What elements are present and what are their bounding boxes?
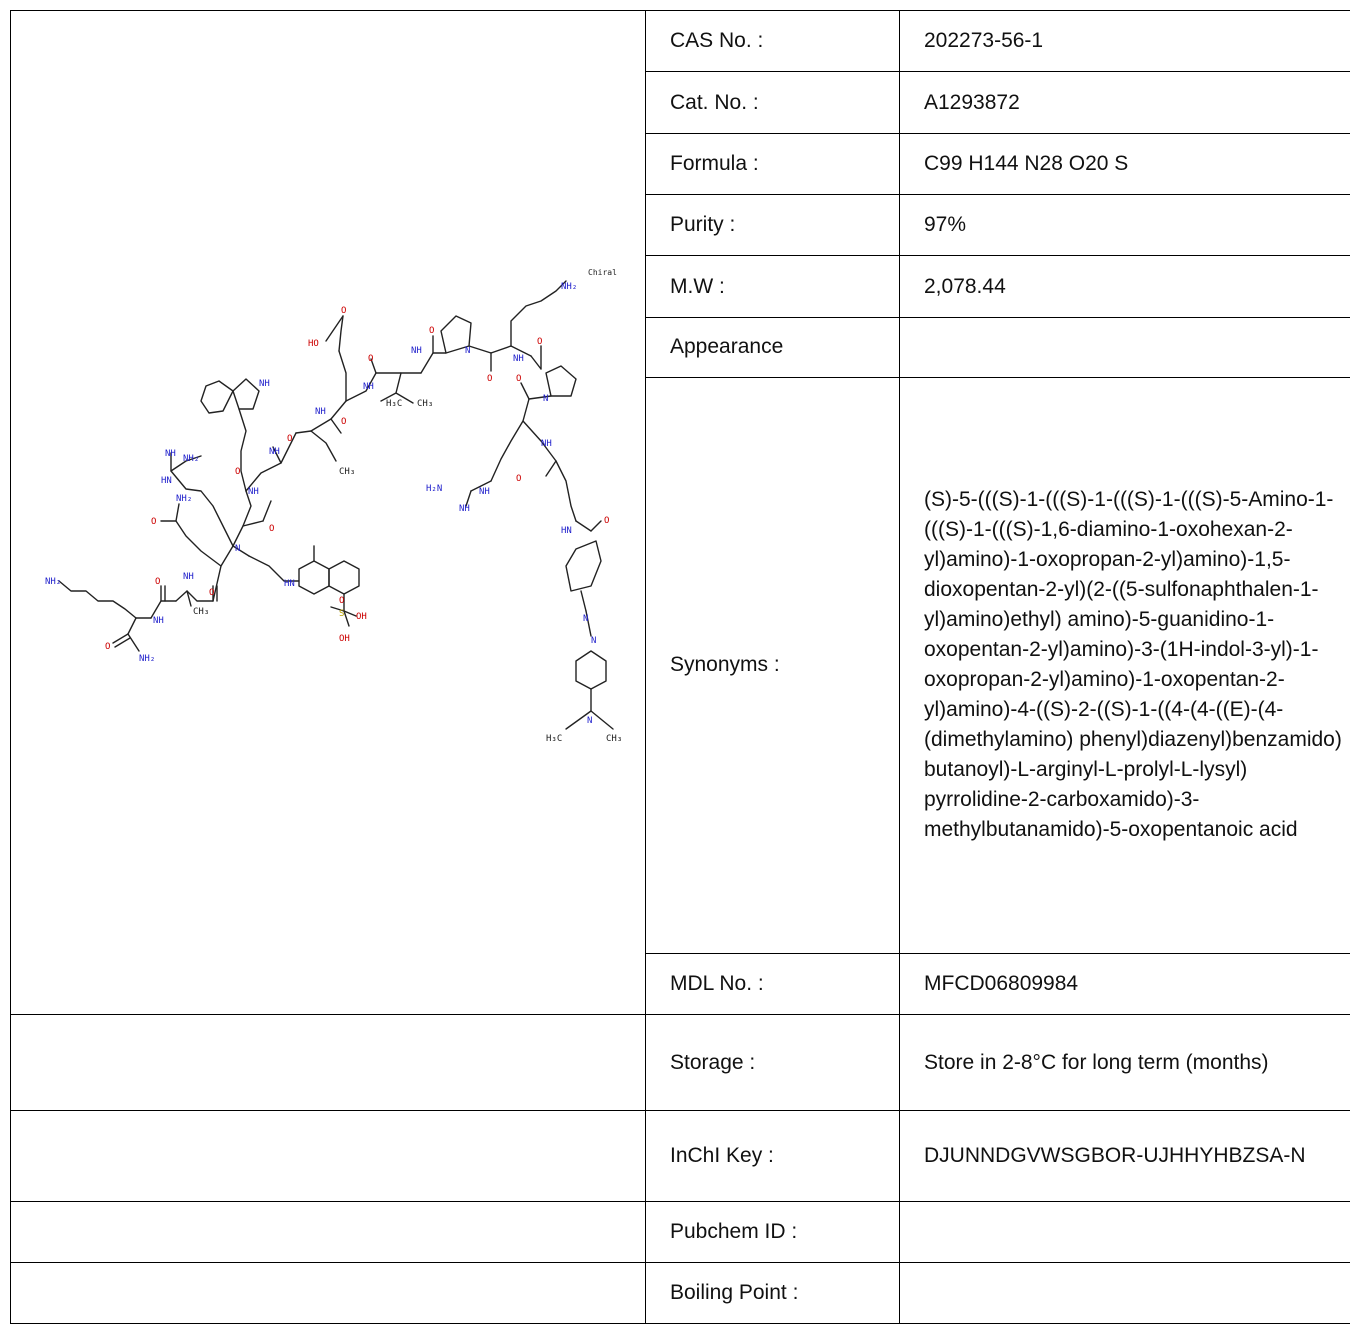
atom-o-4: O (269, 524, 274, 534)
atom-nh-arg2b: NH (459, 504, 470, 514)
atom-nh2-amide: NH₂ (139, 654, 155, 664)
value-boiling-point (900, 1263, 1350, 1324)
atom-o-11: O (537, 337, 542, 347)
atom-nh-8: NH (513, 354, 524, 364)
value-inchi-key: DJUNNDGVWSGBOR-UJHHYHBZSA-N (900, 1111, 1350, 1202)
value-pubchem-id (900, 1202, 1350, 1263)
empty-cell-pubchem (11, 1202, 646, 1263)
structure-image-cell: NH₂ O NH₂ NH O NH CH₃ O O NH₂ N O HN O S… (11, 11, 646, 1015)
label-cat-no: Cat. No. : (646, 72, 900, 133)
atom-o-gln: O (151, 517, 156, 527)
atom-nh-3: NH (248, 487, 259, 497)
label-boiling-point: Boiling Point : (646, 1263, 900, 1324)
atom-nh-indole: NH (259, 379, 270, 389)
atom-n-pro1: N (465, 346, 470, 356)
atom-nh2-gln: NH₂ (176, 494, 192, 504)
label-cas-no: CAS No. : (646, 11, 900, 72)
atom-s: S (339, 609, 344, 619)
empty-cell-inchi (11, 1111, 646, 1202)
atom-h3c-val: H₃C (386, 399, 402, 409)
atom-o-10: O (487, 374, 492, 384)
atom-o-13: O (516, 474, 521, 484)
label-storage: Storage : (646, 1015, 900, 1111)
atom-hn-guan: HN (161, 476, 172, 486)
label-purity: Purity : (646, 195, 900, 256)
atom-o-s2: OH (339, 634, 350, 644)
empty-cell-storage (11, 1015, 646, 1111)
label-inchi-key: InChI Key : (646, 1111, 900, 1202)
spec-row-storage: Storage : Store in 2-8°C for long term (… (11, 1015, 1350, 1111)
chiral-label: Chiral (588, 268, 617, 277)
value-synonyms: (S)-5-(((S)-1-(((S)-1-(((S)-1-(((S)-5-Am… (900, 378, 1350, 953)
atom-nh-2: NH (183, 572, 194, 582)
value-cas-no: 202273-56-1 (900, 11, 1350, 72)
atom-nh-arg2: NH (479, 487, 490, 497)
atom-o-8: O (368, 354, 373, 364)
empty-cell-boiling (11, 1263, 646, 1324)
value-mw: 2,078.44 (900, 256, 1350, 317)
spec-row-cas: NH₂ O NH₂ NH O NH CH₃ O O NH₂ N O HN O S… (11, 11, 1350, 72)
atom-o-benz: O (604, 516, 609, 526)
value-storage: Store in 2-8°C for long term (months) (900, 1015, 1350, 1111)
atom-n-dma: N (587, 716, 592, 726)
atom-h3c-dma: H₃C (546, 734, 562, 744)
atom-ch3-nva: CH₃ (339, 467, 355, 477)
spec-row-boiling: Boiling Point : (11, 1263, 1350, 1324)
value-appearance (900, 317, 1350, 377)
atom-nh-guan: NH (165, 449, 176, 459)
atom-ho-glu: HO (308, 339, 319, 349)
label-appearance: Appearance (646, 317, 900, 377)
value-mdl-no: MFCD06809984 (900, 953, 1350, 1014)
atom-n-pro2: N (543, 394, 548, 404)
label-formula: Formula : (646, 133, 900, 194)
structure-atom-labels: NH₂ O NH₂ NH O NH CH₃ O O NH₂ N O HN O S… (45, 268, 622, 744)
label-pubchem-id: Pubchem ID : (646, 1202, 900, 1263)
atom-nh-6: NH (363, 382, 374, 392)
atom-ch3-dma: CH₃ (606, 734, 622, 744)
atom-nh-7: NH (411, 346, 422, 356)
atom-nh-9: NH (541, 439, 552, 449)
atom-o-12: O (516, 374, 521, 384)
label-synonyms: Synonyms : (646, 378, 900, 953)
atom-o-s1: O (339, 596, 344, 606)
atom-o-9: O (429, 326, 434, 336)
atom-nh-5: NH (315, 407, 326, 417)
atom-o-7: O (341, 417, 346, 427)
atom-o-3: O (209, 588, 214, 598)
atom-o-1: O (105, 642, 110, 652)
atom-o-5: O (235, 467, 240, 477)
spec-row-inchi: InChI Key : DJUNNDGVWSGBOR-UJHHYHBZSA-N (11, 1111, 1350, 1202)
atom-n-tert: N (235, 544, 240, 554)
atom-nh2-lys: NH₂ (45, 577, 61, 587)
atom-nh2-guan: NH₂ (183, 454, 199, 464)
atom-o-2: O (155, 577, 160, 587)
atom-o-glu: O (341, 306, 346, 316)
label-mw: M.W : (646, 256, 900, 317)
atom-hn-benz: HN (561, 526, 572, 536)
atom-o-6: O (287, 434, 292, 444)
atom-nh-4: NH (269, 447, 280, 457)
value-formula: C99 H144 N28 O20 S (900, 133, 1350, 194)
chemical-structure-image: NH₂ O NH₂ NH O NH CH₃ O O NH₂ N O HN O S… (11, 11, 644, 1005)
atom-nh-1: NH (153, 616, 164, 626)
value-cat-no: A1293872 (900, 72, 1350, 133)
atom-oh-s: OH (356, 612, 367, 622)
atom-n-azo1: N (583, 614, 588, 624)
atom-n-azo2: N (591, 636, 596, 646)
atom-ch3-val: CH₃ (417, 399, 433, 409)
atom-hn-naph: HN (284, 579, 295, 589)
atom-h2n-arg2: H₂N (426, 484, 442, 494)
spec-row-pubchem: Pubchem ID : (11, 1202, 1350, 1263)
product-spec-table: NH₂ O NH₂ NH O NH CH₃ O O NH₂ N O HN O S… (10, 10, 1350, 1324)
atom-ch3-ala: CH₃ (193, 607, 209, 617)
value-purity: 97% (900, 195, 1350, 256)
atom-nh2-lys2: NH₂ (561, 282, 577, 292)
label-mdl-no: MDL No. : (646, 953, 900, 1014)
